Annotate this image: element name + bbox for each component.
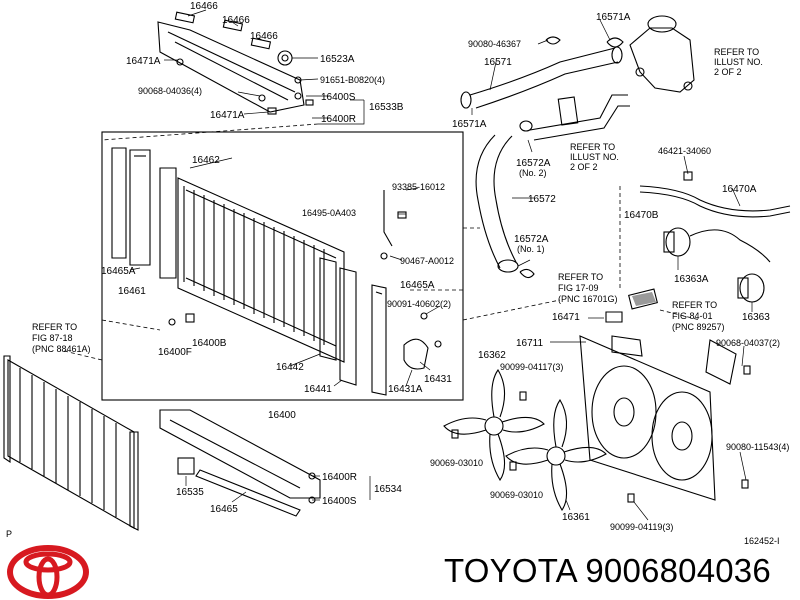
- label-16471A-top: 16471A: [126, 56, 161, 67]
- refer-note-5-line-1: REFER TO: [672, 300, 717, 310]
- figure-code: 162452-I: [744, 536, 780, 546]
- label-16711: 16711: [516, 338, 544, 349]
- label-16442: 16442: [276, 362, 304, 373]
- refer-note-3-line-1: REFER TO: [32, 322, 77, 332]
- label-letter-p: P: [6, 529, 12, 539]
- leader-lines: [129, 9, 753, 521]
- label-90099-b: 90099-04119(3): [610, 522, 673, 532]
- label-46421: 46421-34060: [658, 146, 711, 156]
- radiator-core: [177, 177, 345, 363]
- radiator-assembly-frame: [101, 131, 464, 401]
- label-16461: 16461: [118, 286, 146, 297]
- refer-notes: REFER TO ILLUST NO. 2 OF 2 REFER TO ILLU…: [32, 47, 763, 354]
- label-90068-a: 90068-04036(4): [138, 86, 202, 96]
- dashed-reference-lines: [59, 123, 701, 361]
- upper-support-bracket: [157, 11, 314, 115]
- refer-note-4-line-2: FIG 17-09: [558, 283, 599, 293]
- label-16466-b: 16466: [222, 15, 250, 26]
- refer-note-4-line-1: REFER TO: [558, 272, 603, 282]
- label-16495: 16495-0A403: [302, 208, 356, 218]
- label-16572A-mid-note: (No. 1): [517, 244, 545, 254]
- part-labels: 16466 16466 16466 16471A 16523A 91651-B0…: [6, 1, 789, 546]
- label-93385: 93385-16012: [392, 182, 445, 192]
- label-16400B: 16400B: [192, 338, 227, 349]
- label-16572: 16572: [528, 194, 556, 205]
- label-90069-a: 90069-03010: [430, 458, 483, 468]
- label-16571A-b: 16571A: [452, 119, 487, 130]
- label-16363A: 16363A: [674, 274, 709, 285]
- label-16571: 16571: [484, 57, 512, 68]
- refer-note-1-line-2: ILLUST NO.: [714, 57, 763, 67]
- refer-note-1-line-1: REFER TO: [714, 47, 759, 57]
- label-16523A: 16523A: [320, 54, 355, 65]
- label-16361: 16361: [562, 512, 590, 523]
- label-16535: 16535: [176, 487, 204, 498]
- label-16572A-top: 16572A: [516, 158, 551, 169]
- water-inlet-housing: [629, 15, 695, 93]
- label-16572A-mid: 16572A: [514, 234, 549, 245]
- label-16400S-bot: 16400S: [322, 496, 357, 507]
- fan-motors: [663, 227, 771, 303]
- label-16465A-left: 16465A: [101, 266, 136, 277]
- label-16466-c: 16466: [250, 31, 278, 42]
- label-16466-a: 16466: [190, 1, 218, 12]
- label-90080-11543: 90080-11543(4): [726, 442, 789, 452]
- label-16533B: 16533B: [369, 102, 404, 113]
- label-16400S-top: 16400S: [321, 92, 356, 103]
- label-16363: 16363: [742, 312, 770, 323]
- label-16470A: 16470A: [722, 184, 757, 195]
- reference-tag-shaded: [632, 292, 656, 306]
- refer-note-2-line-1: REFER TO: [570, 142, 615, 152]
- upper-radiator-hose: [460, 36, 624, 109]
- label-16431: 16431: [424, 374, 452, 385]
- toyota-logo-icon: [7, 545, 89, 599]
- wire-harness: [639, 171, 791, 218]
- ac-condenser: [3, 355, 139, 531]
- label-16400R-bot: 16400R: [322, 472, 357, 483]
- bypass-pipe: [519, 94, 630, 141]
- label-90069-b: 90069-03010: [490, 490, 543, 500]
- label-90091: 90091-40602(2): [387, 299, 451, 309]
- label-16400: 16400: [268, 410, 296, 421]
- label-16362: 16362: [478, 350, 506, 361]
- lower-support-bracket: [159, 409, 321, 517]
- refer-note-2-line-2: ILLUST NO.: [570, 152, 619, 162]
- radiator-side-tanks: [111, 147, 387, 396]
- label-91651: 91651-B0820(4): [320, 75, 385, 85]
- cooling-fan-right: [505, 398, 607, 512]
- brand-part-caption: TOYOTA 9006804036: [444, 552, 771, 589]
- cooling-fan-left: [443, 368, 545, 482]
- label-16462: 16462: [192, 155, 220, 166]
- label-16572A-top-note: (No. 2): [519, 168, 547, 178]
- label-16431A: 16431A: [388, 384, 423, 395]
- label-16471-right: 16471: [552, 312, 580, 323]
- label-16441: 16441: [304, 384, 332, 395]
- refer-note-4-line-3: (PNC 16701G): [558, 294, 618, 304]
- label-90080-46367: 90080-46367: [468, 39, 521, 49]
- label-16534: 16534: [374, 484, 402, 495]
- label-90467: 90467-A0012: [400, 256, 454, 266]
- small-brackets: [451, 288, 751, 503]
- drain-cock-parts: [168, 190, 442, 370]
- label-90099-a: 90099-04117(3): [500, 362, 563, 372]
- label-16465: 16465: [210, 504, 238, 515]
- refer-note-2-line-3: 2 OF 2: [570, 162, 598, 172]
- label-16400F: 16400F: [158, 347, 192, 358]
- label-16571A-a: 16571A: [596, 12, 631, 23]
- refer-note-3-line-3: (PNC 88461A): [32, 344, 91, 354]
- refer-note-5-line-3: (PNC 89257): [672, 322, 725, 332]
- refer-note-5-line-2: FIG 84-01: [672, 311, 713, 321]
- label-16465A-right: 16465A: [400, 280, 435, 291]
- label-16470B: 16470B: [624, 210, 659, 221]
- refer-note-1-line-3: 2 OF 2: [714, 67, 742, 77]
- label-16471A-mid: 16471A: [210, 110, 245, 121]
- refer-note-3-line-2: FIG 87-18: [32, 333, 73, 343]
- label-90068-b: 90068-04037(2): [716, 338, 780, 348]
- fan-shroud: [579, 335, 716, 501]
- lower-radiator-hose: [475, 134, 535, 279]
- label-16400R-top: 16400R: [321, 114, 356, 125]
